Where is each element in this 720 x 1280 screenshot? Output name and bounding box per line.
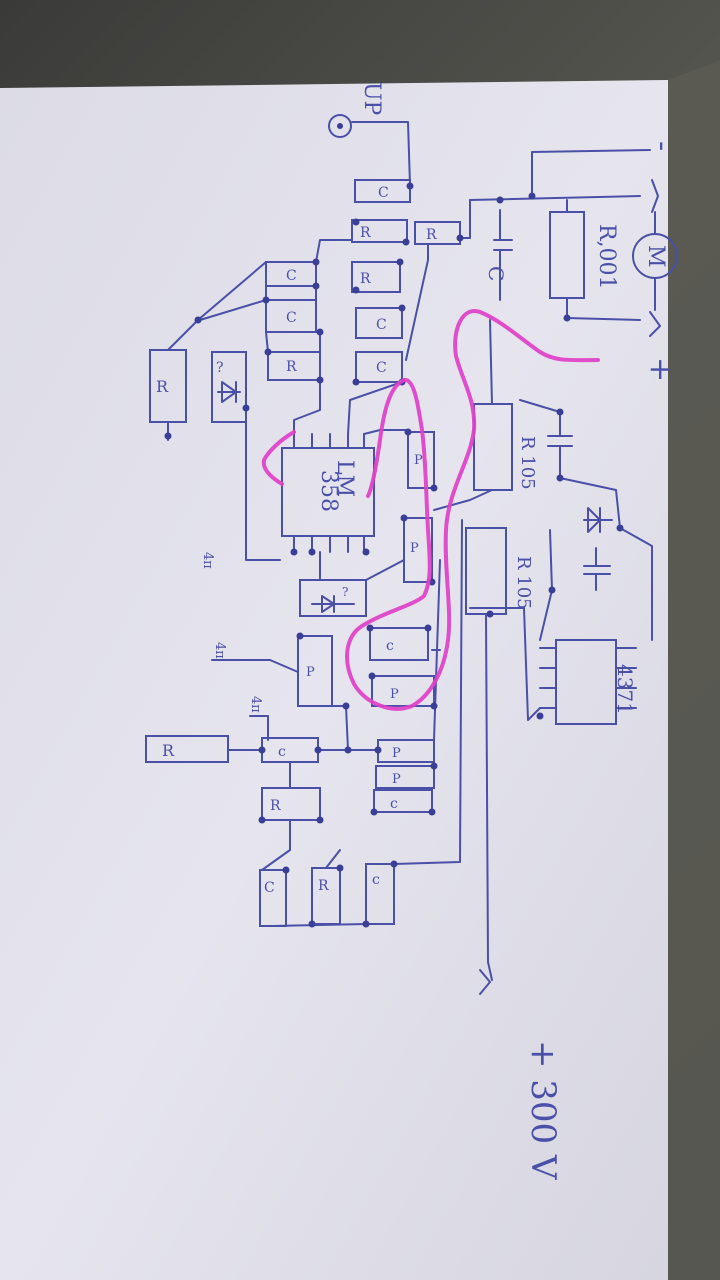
r105-label: R 105	[513, 556, 534, 610]
wire	[469, 607, 541, 721]
ic-lm358-line2: 358	[316, 470, 341, 512]
wire	[245, 407, 281, 561]
channel-label: 4п	[212, 642, 227, 659]
capacitor	[355, 307, 403, 339]
small-r-label: P	[306, 665, 315, 680]
res-label: R	[162, 741, 175, 760]
res-label: R	[360, 225, 371, 241]
capacitor	[265, 299, 317, 333]
junction-dots	[164, 182, 624, 928]
paper-shadow	[668, 60, 720, 1280]
wire	[649, 311, 661, 337]
capacitor-bottom-right	[365, 863, 395, 925]
capacitor-small	[583, 547, 611, 591]
diode-q-label: ?	[216, 360, 224, 376]
wire	[485, 613, 493, 981]
capacitor	[369, 627, 429, 661]
circuit-drawing: M - + R,001 C UP C R R C C R R C	[145, 82, 680, 1181]
wire	[433, 319, 493, 511]
diode-block	[211, 351, 247, 423]
wire	[651, 179, 659, 213]
wire	[351, 121, 411, 186]
small-r-label: P	[392, 746, 401, 761]
zener-diode	[583, 507, 613, 533]
diode-symbol	[311, 595, 355, 613]
resistor	[403, 517, 433, 583]
resistor	[267, 351, 321, 381]
small-c-label: c	[386, 638, 394, 654]
capacitor	[373, 789, 433, 813]
resistor	[371, 675, 435, 707]
ic-4371	[555, 639, 617, 725]
ic-lm358	[281, 447, 375, 537]
res-label: R	[360, 271, 371, 287]
wire	[211, 659, 299, 741]
res-label: R	[156, 377, 169, 396]
capacitor	[265, 261, 317, 287]
resistor	[375, 765, 435, 789]
wire	[531, 149, 651, 196]
ic-lm358-line1: LM	[332, 460, 357, 497]
r105-label: R 105	[517, 436, 538, 490]
cap-label: C	[378, 185, 389, 201]
motor-label: M	[643, 245, 668, 268]
ic-pins-top	[293, 433, 365, 553]
small-c-label: c	[390, 796, 398, 812]
resistor-feed	[414, 221, 461, 245]
shunt-label: R,001	[594, 224, 619, 290]
small-c-label: c	[372, 872, 380, 888]
channel-label: 4п	[200, 552, 215, 569]
op-connector	[328, 114, 352, 138]
cap-label: C	[286, 310, 297, 326]
wire	[493, 209, 513, 301]
op-label: UP	[359, 82, 384, 116]
cap-label: C	[286, 268, 297, 284]
channel-label: 4п	[248, 696, 263, 713]
diode-symbol	[217, 381, 241, 403]
highlight-trace	[261, 309, 600, 711]
op-connector-center	[337, 123, 343, 129]
res-label: R	[318, 878, 329, 894]
cap-label: C	[484, 266, 508, 281]
small-r-label: P	[392, 772, 401, 787]
res-label: R	[426, 227, 437, 243]
terminal-minus-label: -	[645, 141, 680, 151]
small-r-label: P	[390, 687, 399, 702]
resistor-top	[351, 219, 408, 243]
wire	[199, 239, 353, 353]
capacitor	[355, 351, 403, 383]
cap-label: C	[264, 880, 275, 896]
wire	[479, 969, 491, 995]
res-label: R	[270, 798, 281, 814]
supply-label: + 300 V	[523, 1040, 563, 1181]
ic-4371-pins	[539, 647, 637, 709]
capacitor-top	[354, 179, 411, 203]
resistor	[351, 261, 401, 293]
diode-q-label: ?	[342, 585, 348, 599]
ic-4371-label: 4371	[613, 664, 637, 715]
cap-label: C	[376, 317, 387, 333]
small-c-label: c	[278, 744, 286, 760]
paper-sheet	[0, 80, 668, 1280]
small-r-label: P	[410, 541, 419, 556]
res-label: R	[286, 359, 297, 375]
terminal-plus-label: +	[643, 357, 678, 382]
cap-label: C	[376, 360, 387, 376]
diode-block-mid	[299, 579, 367, 617]
small-r-label: P	[414, 453, 423, 468]
